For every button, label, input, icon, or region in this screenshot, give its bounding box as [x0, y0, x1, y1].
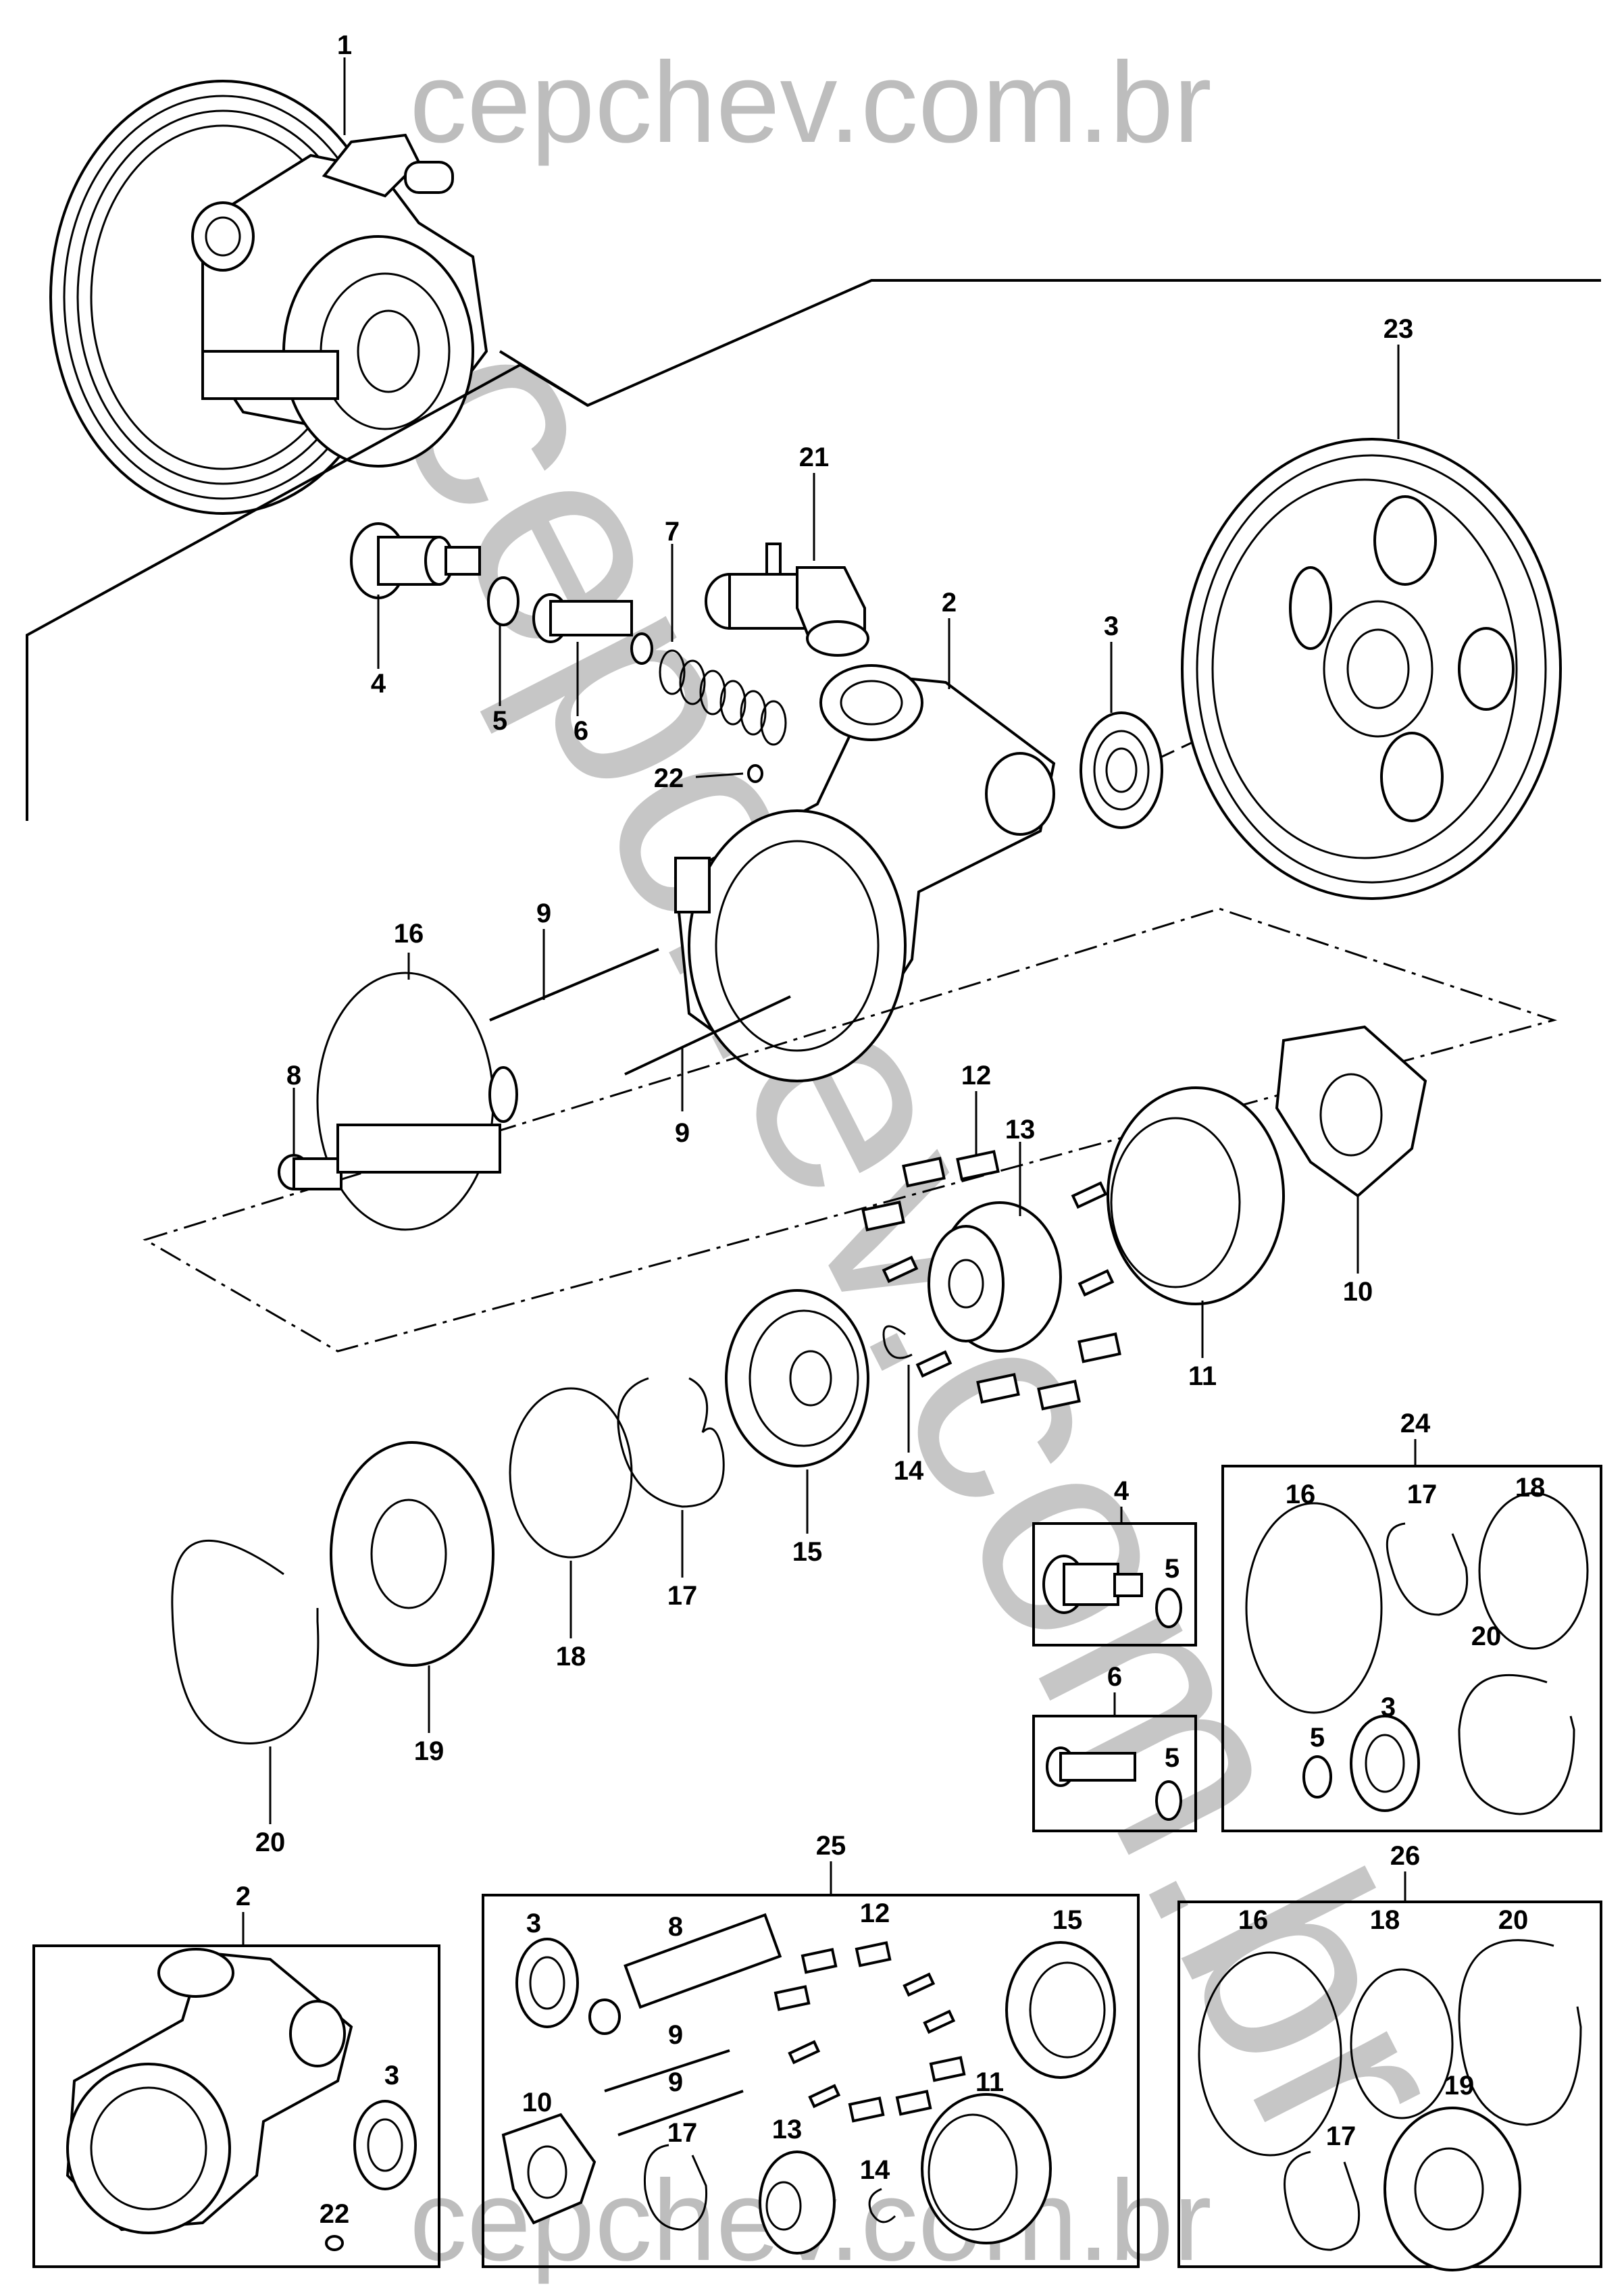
kit-6-box: 6 5 [1032, 1662, 1197, 1832]
callout-9-lower: 9 [675, 1118, 690, 1148]
kit-6-title: 6 [1107, 1662, 1122, 1692]
kit-26-title: 26 [1390, 1841, 1421, 1871]
kit-25-callout-3: 3 [526, 1909, 541, 1938]
kit-25-callout-13: 13 [772, 2115, 803, 2144]
part-2-pump-housing [674, 664, 1056, 1082]
part-17-snap-ring [617, 1377, 725, 1508]
part-4-valve-fitting [350, 522, 481, 599]
callout-8: 8 [286, 1061, 301, 1090]
kit-24-callout-20: 20 [1471, 1621, 1502, 1651]
kit-26-box: 26 16 18 20 19 17 [1177, 1841, 1602, 2271]
part-10-pressure-plate [1275, 1025, 1427, 1198]
callout-16: 16 [394, 919, 424, 949]
kit-25-callout-12: 12 [860, 1898, 890, 1928]
callout-18: 18 [556, 1642, 586, 1671]
part-21-elbow-fitting [705, 543, 869, 657]
callout-3: 3 [1104, 611, 1119, 641]
kit-26-callout-17: 17 [1326, 2121, 1356, 2151]
kit-24-title: 24 [1400, 1409, 1431, 1438]
internal-parts-boundary [143, 907, 1558, 1353]
assembled-pump-illustration [49, 80, 488, 515]
callout-19: 19 [414, 1736, 445, 1766]
kit-25-title: 25 [816, 1831, 846, 1861]
part-22-screw [747, 764, 763, 783]
callout-21: 21 [799, 443, 830, 472]
kit-4-callout-5: 5 [1165, 1554, 1179, 1584]
callout-1: 1 [337, 30, 352, 60]
callout-6: 6 [574, 716, 588, 746]
callout-13: 13 [1005, 1115, 1036, 1144]
part-9-pin-lower [624, 995, 791, 1076]
kit-2-box: 2 3 22 [32, 1882, 440, 2268]
part-7-spring [659, 649, 787, 746]
kit-24-callout-5: 5 [1310, 1723, 1325, 1753]
kit-24-callout-16: 16 [1286, 1480, 1316, 1509]
kit-25-box: 25 3 8 12 15 9 9 10 11 1 [482, 1831, 1140, 2268]
callout-10: 10 [1343, 1277, 1373, 1307]
kit-24-callout-3: 3 [1381, 1692, 1396, 1722]
part-23-pulley [1181, 438, 1562, 900]
kit-2-callout-3: 3 [384, 2061, 399, 2090]
kit-24-callout-18: 18 [1515, 1473, 1546, 1503]
part-16-o-ring [316, 972, 494, 1231]
part-15-end-plate [725, 1289, 869, 1467]
kit-25-callout-17: 17 [667, 2118, 698, 2148]
part-18-o-ring [509, 1387, 633, 1559]
kit-2-title: 2 [236, 1882, 251, 1911]
kit-26-callout-18: 18 [1370, 1905, 1400, 1935]
kit-24-callout-17: 17 [1407, 1480, 1438, 1509]
callout-14: 14 [894, 1456, 924, 1486]
callout-7: 7 [665, 517, 680, 547]
kit-26-callout-19: 19 [1444, 2071, 1475, 2101]
kit-26-callout-20: 20 [1498, 1905, 1529, 1935]
callout-17: 17 [667, 1581, 698, 1611]
part-14-retaining-clip [882, 1325, 913, 1359]
kit-2-callout-22: 22 [320, 2199, 350, 2229]
part-9-pin-upper [489, 948, 659, 1022]
kit-25-callout-14: 14 [860, 2155, 890, 2185]
part-3-shaft-seal [1080, 711, 1163, 829]
callout-12: 12 [961, 1061, 992, 1090]
callout-11: 11 [1188, 1361, 1217, 1391]
callout-5: 5 [492, 706, 507, 736]
leader-lines [269, 57, 1400, 1824]
part-12-vanes [861, 1150, 1121, 1411]
part-11-cam-ring [1107, 1086, 1285, 1305]
kit-4-box: 4 5 [1032, 1476, 1197, 1646]
kit-25-callout-9-upper: 9 [668, 2020, 683, 2050]
kit-25-callout-9-lower: 9 [668, 2067, 683, 2097]
kit-25-callout-15: 15 [1052, 1905, 1083, 1935]
callout-15: 15 [792, 1537, 823, 1567]
kit-25-callout-11: 11 [975, 2067, 1004, 2097]
part-8-drive-shaft [278, 1066, 518, 1190]
part-6-flow-valve [532, 593, 653, 665]
callout-20: 20 [255, 1828, 286, 1857]
callout-22: 22 [654, 763, 684, 793]
callout-23: 23 [1384, 314, 1414, 344]
callout-2: 2 [942, 588, 957, 618]
kit-24-box: 24 16 17 18 20 5 3 [1221, 1409, 1602, 1832]
watermark-top: cepchev.com.br [409, 39, 1211, 167]
part-19-cover [330, 1441, 494, 1667]
kit-6-callout-5: 5 [1165, 1743, 1179, 1773]
kit-26-callout-16: 16 [1238, 1905, 1269, 1935]
kit-25-callout-8: 8 [668, 1912, 683, 1942]
part-5-seal-ring [487, 576, 519, 626]
part-20-ring [171, 1540, 320, 1744]
kit-4-title: 4 [1114, 1476, 1130, 1506]
callout-labels: 1 4 5 6 7 21 2 3 23 22 16 9 8 9 12 13 10… [255, 30, 1414, 1857]
callout-9-upper: 9 [536, 899, 551, 928]
part-13-rotor [928, 1201, 1062, 1353]
kit-25-callout-10: 10 [522, 2088, 553, 2117]
callout-4: 4 [371, 669, 386, 699]
